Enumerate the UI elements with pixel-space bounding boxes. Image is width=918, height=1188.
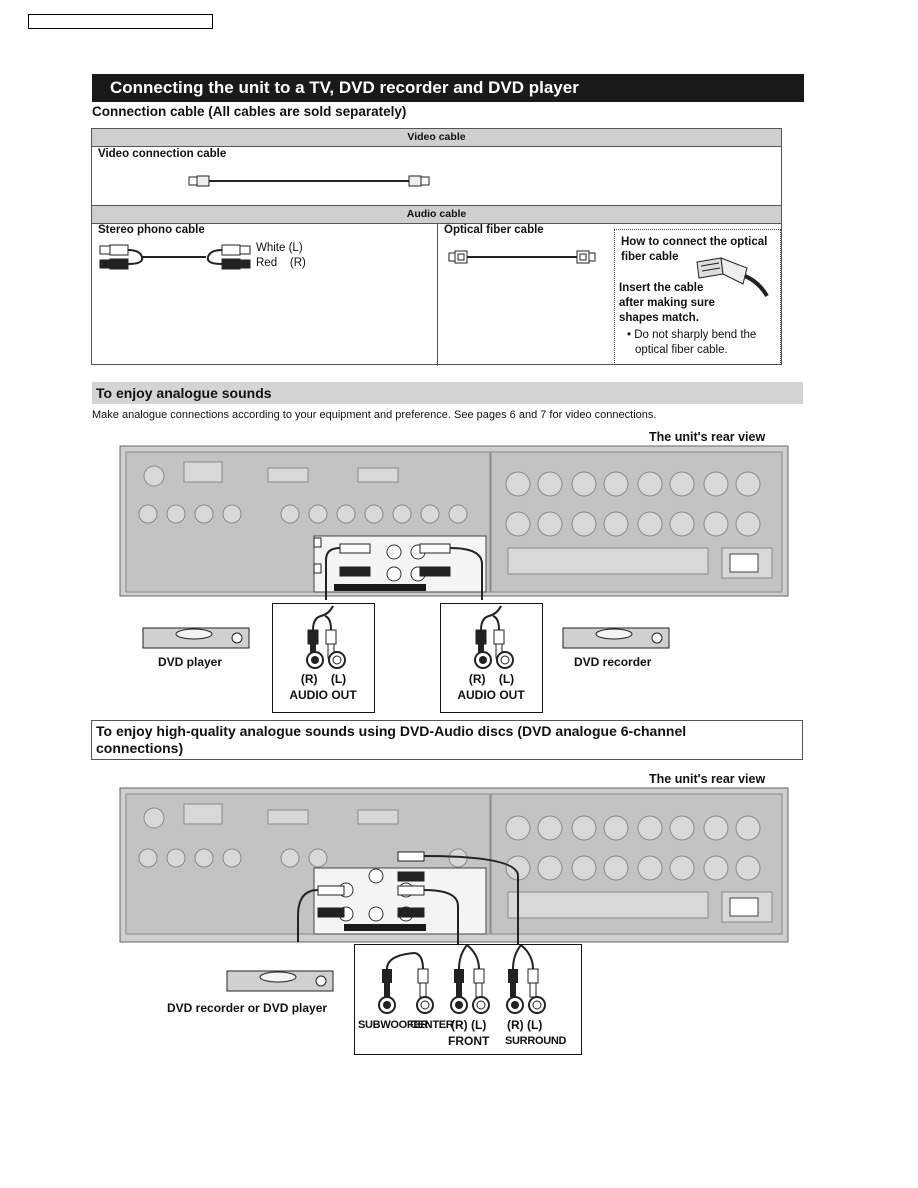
connection-cable-heading: Connection cable (All cables are sold se… — [92, 104, 407, 119]
dvd-player-icon — [142, 627, 250, 649]
rear-view-label-2: The unit's rear view — [649, 772, 766, 786]
six-channel-plugs-icon — [382, 945, 539, 998]
white-label: White (L) — [256, 242, 303, 254]
audio-plugs-icon — [475, 605, 505, 659]
header-box — [28, 14, 213, 29]
stereo-cable-label: Stereo phono cable — [98, 224, 205, 236]
audio-jacks-icon — [306, 651, 346, 669]
dvd-device-icon — [226, 970, 334, 992]
red-label: Red (R) — [256, 257, 306, 269]
optical-cable-label: Optical fiber cable — [444, 224, 544, 236]
optical-plug-icon — [696, 257, 769, 298]
surround-rl-label: (R) (L) — [507, 1018, 543, 1032]
player-audio-out-label: AUDIO OUT — [289, 688, 357, 702]
howto-title-1: How to connect the optical — [621, 236, 768, 248]
insert-text-1: Insert the cable — [619, 282, 704, 294]
video-connection-label: Video connection cable — [98, 148, 227, 160]
six-channel-heading-line-2: connections) — [96, 740, 184, 756]
insert-text-3: shapes match. — [619, 312, 699, 324]
audio-plugs-icon — [307, 605, 337, 659]
front-label: FRONT — [448, 1034, 490, 1048]
receiver-rear-panel — [119, 445, 789, 600]
dvd-recorder-label: DVD recorder — [574, 655, 652, 669]
receiver-rear-panel-2 — [119, 787, 789, 946]
subwoofer-label: SUBWOOFER — [358, 1019, 429, 1031]
player-output-pane: (R) (L) AUDIO OUT — [272, 603, 375, 713]
audio-jacks-icon — [474, 651, 514, 669]
stereo-cable-icon — [99, 244, 251, 270]
audio-cable-band: Audio cable — [92, 205, 781, 224]
note-text-1: • Do not sharply bend the — [627, 329, 757, 341]
rear-view-label: The unit's rear view — [649, 430, 766, 444]
six-channel-output-pane: SUBWOOFER CENTER (R) (L) FRONT (R) (L) S… — [354, 944, 582, 1055]
dvd-player-label: DVD player — [158, 655, 223, 669]
analogue-intro: Make analogue connections according to y… — [92, 409, 657, 421]
divider — [437, 223, 438, 366]
howto-title-2: fiber cable — [621, 251, 679, 263]
six-channel-jacks-icon — [378, 996, 546, 1014]
insert-text-2: after making sure — [619, 297, 715, 309]
optical-cable-icon — [448, 250, 596, 264]
analogue-heading: To enjoy analogue sounds — [92, 382, 803, 404]
dvd-device-label: DVD recorder or DVD player — [167, 1001, 328, 1015]
center-label: CENTER — [410, 1019, 454, 1031]
page-title: Connecting the unit to a TV, DVD recorde… — [92, 74, 804, 102]
optical-howto-box: How to connect the optical fiber cable I… — [614, 229, 781, 365]
recorder-output-pane: (R) (L) AUDIO OUT — [440, 603, 543, 713]
six-channel-heading: To enjoy high-quality analogue sounds us… — [91, 720, 803, 760]
recorder-audio-out-label: AUDIO OUT — [457, 688, 525, 702]
note-text-2: optical fiber cable. — [635, 344, 728, 356]
video-cable-band: Video cable — [92, 129, 781, 147]
six-channel-heading-line-1: To enjoy high-quality analogue sounds us… — [96, 723, 687, 739]
cable-table: Video cable Video connection cable Audio… — [91, 128, 782, 366]
video-cable-icon — [188, 175, 430, 187]
front-rl-label: (R) (L) — [451, 1018, 487, 1032]
recorder-rl-label: (R) (L) — [468, 672, 515, 686]
dvd-recorder-icon — [562, 627, 670, 649]
player-rl-label: (R) (L) — [300, 672, 347, 686]
surround-label: SURROUND — [505, 1035, 567, 1047]
